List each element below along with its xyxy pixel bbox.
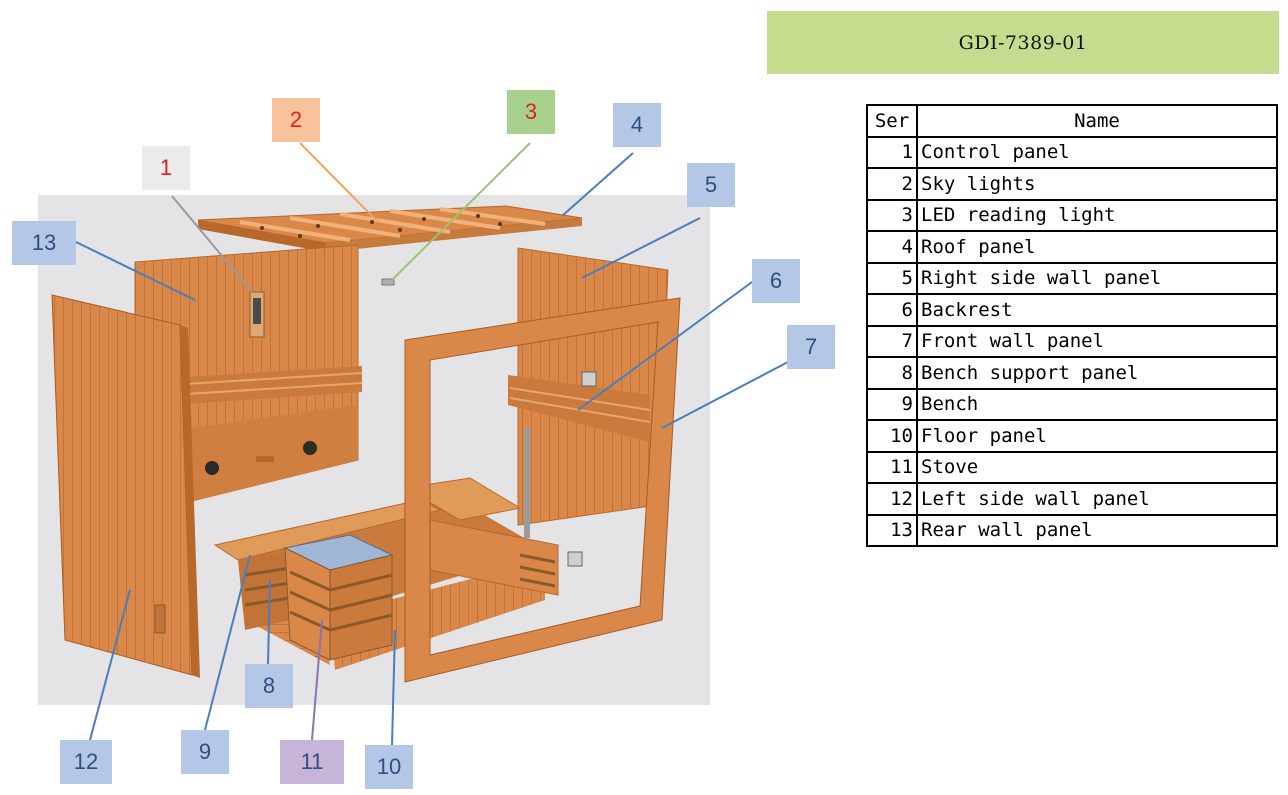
callout-label-1: 1 [142,146,190,190]
callout-leader-11 [311,619,323,741]
part-ser-cell: 10 [866,419,918,453]
part-ser-cell: 1 [866,135,918,169]
part-ser-cell: 5 [866,261,918,295]
part-name-cell: Stove [916,450,1278,484]
callout-leader-12 [89,589,131,741]
part-name-cell: Bench [916,387,1278,421]
callout-label-6: 6 [752,259,800,303]
callout-leader-5 [581,217,701,279]
callout-leader-7 [661,361,789,429]
stove [283,534,394,661]
part-ser-cell: 13 [866,513,918,547]
part-ser-cell: 2 [866,167,918,201]
callout-label-4: 4 [613,103,661,147]
part-name-cell: Rear wall panel [916,513,1278,547]
part-name-cell: Floor panel [916,419,1278,453]
part-ser-cell: 9 [866,387,918,421]
name-column-header: Name [916,104,1278,138]
callout-label-11: 11 [280,740,344,784]
callout-label-13: 13 [12,221,76,265]
bench [213,477,559,596]
part-name-cell: Bench support panel [916,356,1278,390]
callout-label-5: 5 [687,163,735,207]
part-name-cell: LED reading light [916,198,1278,232]
drawing-code-banner: GDI-7389-01 [767,11,1279,74]
parts-table-header-row: Ser Name [866,104,1278,138]
callout-label-3: 3 [507,90,555,134]
callout-leader-2 [299,142,379,223]
callout-leader-3 [389,142,531,283]
ser-column-header: Ser [866,104,918,138]
callout-leader-6 [577,281,753,411]
callout-label-12: 12 [60,740,112,784]
callout-leader-4 [561,152,634,217]
part-ser-cell: 6 [866,293,918,327]
part-name-cell: Front wall panel [916,324,1278,358]
callout-leader-8 [267,579,271,665]
part-name-cell: Sky lights [916,167,1278,201]
part-name-cell: Left side wall panel [916,482,1278,516]
callout-label-7: 7 [787,325,835,369]
callout-leader-13 [75,241,196,301]
bench-support-panel [238,550,291,630]
callout-label-9: 9 [181,730,229,774]
callout-leaders [75,142,789,746]
part-ser-cell: 3 [866,198,918,232]
part-name-cell: Backrest [916,293,1278,327]
part-name-cell: Roof panel [916,230,1278,264]
callout-leader-9 [204,554,251,731]
part-ser-cell: 12 [866,482,918,516]
roof-panel [197,205,583,252]
part-ser-cell: 7 [866,324,918,358]
part-ser-cell: 4 [866,230,918,264]
callout-label-2: 2 [272,98,320,142]
part-name-cell: Right side wall panel [916,261,1278,295]
part-ser-cell: 11 [866,450,918,484]
callout-label-8: 8 [245,664,293,708]
front-wall-panel [404,297,681,683]
callout-leader-10 [391,629,396,746]
part-ser-cell: 8 [866,356,918,390]
part-name-cell: Control panel [916,135,1278,169]
left-side-wall-panel [51,294,200,678]
led-reading-light [381,278,395,286]
callout-leader-1 [171,195,253,293]
callout-label-10: 10 [365,745,413,789]
